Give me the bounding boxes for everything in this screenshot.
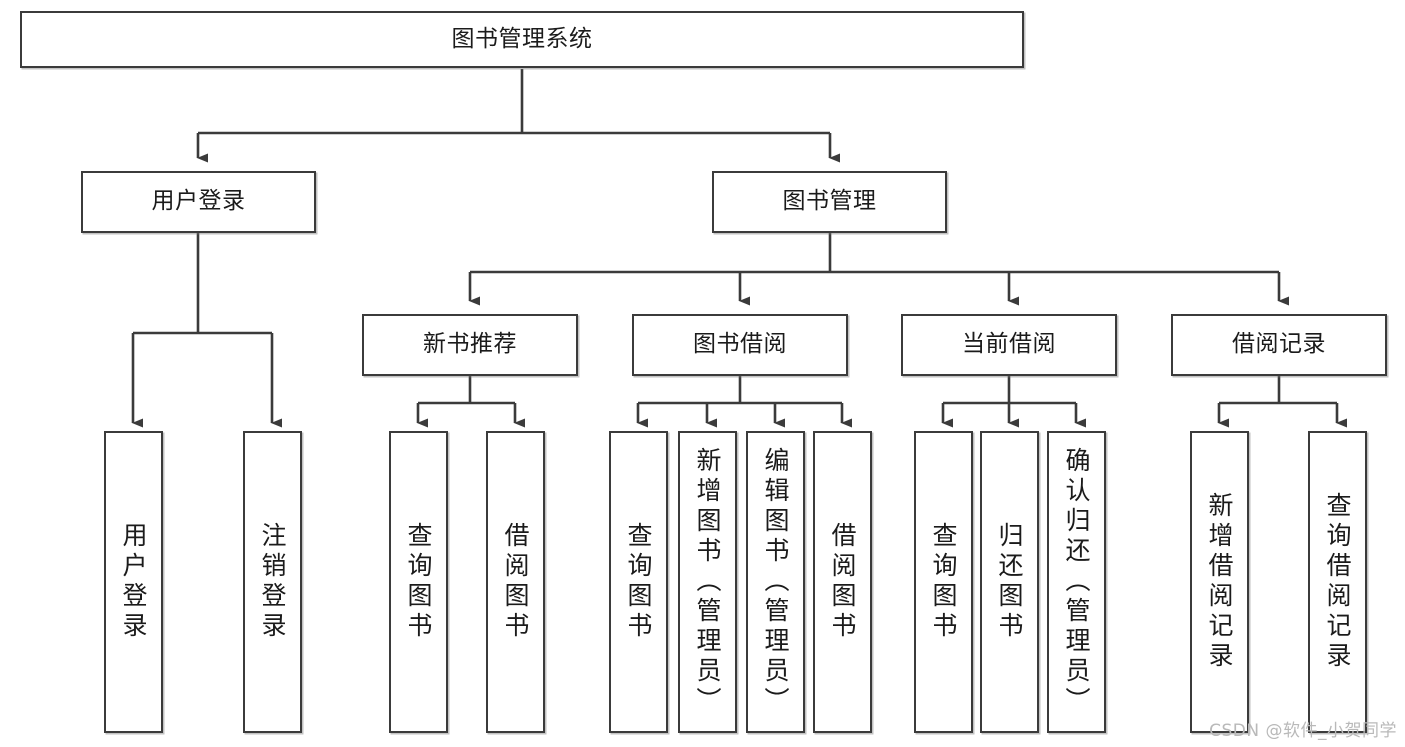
node-label: 编辑图书（管理员） <box>761 447 790 717</box>
node-leaf-query-book-2[interactable]: 查询图书 <box>609 431 668 733</box>
node-label: 当前借阅 <box>962 331 1056 358</box>
node-current-borrow[interactable]: 当前借阅 <box>901 314 1117 376</box>
node-label: 用户登录 <box>119 522 148 642</box>
node-leaf-logout[interactable]: 注销登录 <box>243 431 302 733</box>
node-label: 查询借阅记录 <box>1323 492 1352 672</box>
node-leaf-user-login[interactable]: 用户登录 <box>104 431 163 733</box>
node-label: 图书借阅 <box>693 331 787 358</box>
node-label: 新增图书（管理员） <box>693 447 722 717</box>
node-label: 图书管理 <box>782 188 877 215</box>
node-leaf-add-record[interactable]: 新增借阅记录 <box>1190 431 1249 733</box>
node-borrow-record[interactable]: 借阅记录 <box>1171 314 1387 376</box>
node-root-system[interactable]: 图书管理系统 <box>20 11 1024 68</box>
node-label: 确认归还（管理员） <box>1062 447 1091 717</box>
node-label: 查询图书 <box>624 522 653 642</box>
node-leaf-confirm-return[interactable]: 确认归还（管理员） <box>1047 431 1106 733</box>
node-leaf-query-book-1[interactable]: 查询图书 <box>389 431 448 733</box>
node-label: 归还图书 <box>995 522 1024 642</box>
node-label: 借阅图书 <box>828 522 857 642</box>
node-label: 用户登录 <box>151 188 246 215</box>
node-label: 查询图书 <box>404 522 433 642</box>
node-label: 注销登录 <box>258 522 287 642</box>
watermark-text: CSDN @软件_小贺同学 <box>1209 721 1397 741</box>
node-leaf-query-record[interactable]: 查询借阅记录 <box>1308 431 1367 733</box>
node-leaf-add-book[interactable]: 新增图书（管理员） <box>678 431 737 733</box>
node-new-book-recommend[interactable]: 新书推荐 <box>362 314 578 376</box>
node-leaf-borrow-book-2[interactable]: 借阅图书 <box>813 431 872 733</box>
node-book-manage[interactable]: 图书管理 <box>712 171 947 233</box>
node-label: 借阅图书 <box>501 522 530 642</box>
node-label: 新增借阅记录 <box>1205 492 1234 672</box>
node-label: 图书管理系统 <box>451 25 593 52</box>
node-leaf-query-book-3[interactable]: 查询图书 <box>914 431 973 733</box>
node-label: 新书推荐 <box>423 331 517 358</box>
node-label: 查询图书 <box>929 522 958 642</box>
node-leaf-borrow-book-1[interactable]: 借阅图书 <box>486 431 545 733</box>
node-label: 借阅记录 <box>1232 331 1326 358</box>
node-leaf-edit-book[interactable]: 编辑图书（管理员） <box>746 431 805 733</box>
node-user-login[interactable]: 用户登录 <box>81 171 316 233</box>
node-leaf-return-book[interactable]: 归还图书 <box>980 431 1039 733</box>
node-book-borrow[interactable]: 图书借阅 <box>632 314 848 376</box>
